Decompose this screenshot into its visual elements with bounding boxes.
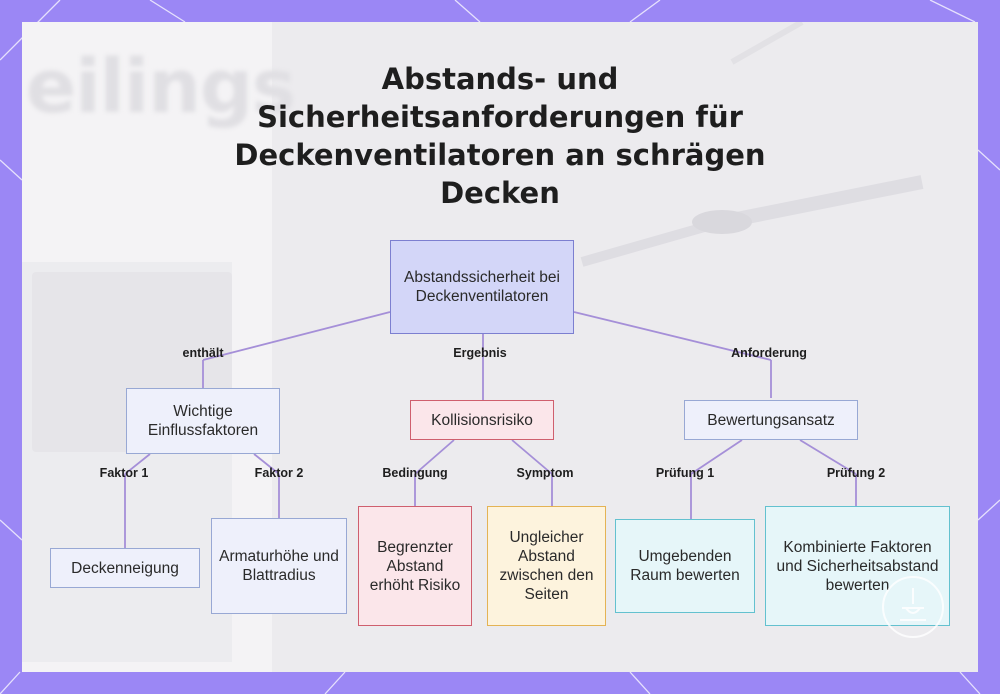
node-risk: Kollisionsrisiko	[410, 400, 554, 440]
node-factors-label: Wichtige Einflussfaktoren	[147, 403, 259, 439]
node-root-label: Abstandssicherheit bei Deckenventilatore…	[404, 269, 560, 305]
edge-label-requirement: Anforderung	[731, 346, 807, 360]
node-approach: Bewertungsansatz	[684, 400, 858, 440]
edge-risk-limited	[414, 439, 455, 475]
edge-label-check1: Prüfung 1	[655, 466, 715, 480]
edge-factors-slope	[124, 453, 151, 475]
edge-root-factors	[202, 311, 391, 361]
node-limited: Begrenzter Abstand erhöht Risiko	[358, 506, 472, 626]
edge-label-factor2: Faktor 2	[254, 466, 304, 480]
edge-label-check2: Prüfung 2	[826, 466, 886, 480]
diagram-card: eilings Abstands- und Sicherheitsanforde…	[22, 22, 978, 672]
edge-label-symptom: Symptom	[516, 466, 574, 480]
node-room: Umgebenden Raum bewerten	[615, 519, 755, 613]
node-room-label: Umgebenden Raum bewerten	[630, 548, 740, 584]
node-factors: Wichtige Einflussfaktoren	[126, 388, 280, 454]
node-slope-label: Deckenneigung	[71, 559, 179, 577]
connector-lines	[124, 311, 857, 548]
diagram-title: Abstands- und Sicherheitsanforderungen f…	[234, 62, 766, 210]
node-risk-label: Kollisionsrisiko	[431, 411, 533, 429]
node-approach-label: Bewertungsansatz	[707, 411, 835, 429]
edge-label-result: Ergebnis	[453, 346, 507, 360]
node-root: Abstandssicherheit bei Deckenventilatore…	[390, 240, 574, 334]
node-combined-label: Kombinierte Faktoren und Sicherheitsabst…	[776, 538, 939, 594]
edge-approach-combined	[799, 439, 857, 475]
edge-label-factor1: Faktor 1	[99, 466, 149, 480]
edge-label-contains: enthält	[182, 346, 224, 360]
edge-root-approach	[573, 311, 772, 361]
node-height: Armaturhöhe und Blattradius	[211, 518, 347, 614]
edge-label-condition: Bedingung	[382, 466, 448, 480]
edge-approach-room	[690, 439, 743, 475]
fan-logo-icon	[882, 576, 944, 638]
node-height-label: Armaturhöhe und Blattradius	[219, 548, 339, 584]
node-combined: Kombinierte Faktoren und Sicherheitsabst…	[765, 506, 950, 626]
edge-factors-height	[253, 453, 280, 475]
background-word: eilings	[26, 44, 296, 130]
node-uneven-label: Ungleicher Abstand zwischen den Seiten	[499, 529, 594, 603]
node-slope: Deckenneigung	[50, 548, 200, 588]
node-limited-label: Begrenzter Abstand erhöht Risiko	[369, 538, 461, 594]
node-uneven: Ungleicher Abstand zwischen den Seiten	[487, 506, 606, 626]
edge-risk-uneven	[511, 439, 553, 475]
